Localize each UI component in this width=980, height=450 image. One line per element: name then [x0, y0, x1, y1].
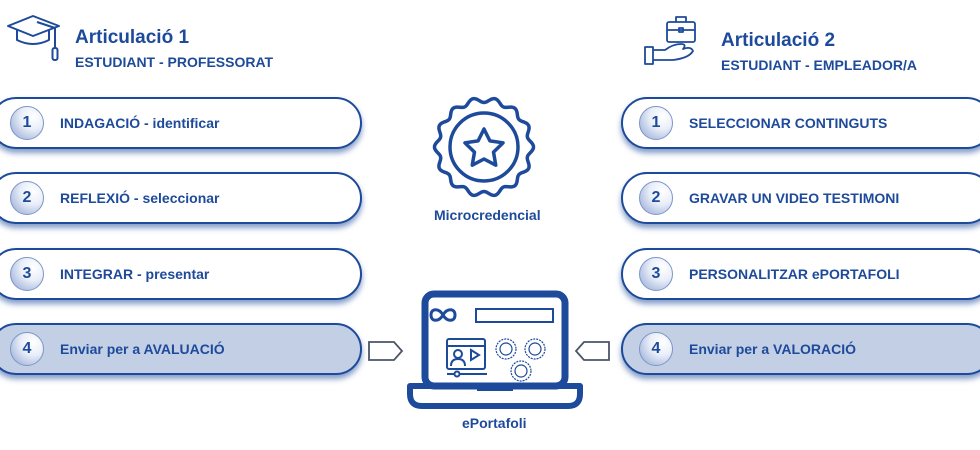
step-label: Enviar per a VALORACIÓ [689, 341, 857, 357]
step-number: 3 [10, 257, 44, 291]
arrow-right-icon [368, 341, 404, 361]
left-step-2: 2 REFLEXIÓ - seleccionar [0, 172, 362, 224]
step-number: 3 [639, 257, 673, 291]
mini-badges-icon [495, 338, 546, 382]
step-number: 4 [639, 332, 673, 366]
step-number: 4 [10, 332, 44, 366]
right-step-1: 1 SELECCIONAR CONTINGUTS [621, 97, 980, 149]
step-label: PERSONALITZAR ePORTAFOLI [689, 266, 900, 282]
step-number: 1 [639, 106, 673, 140]
laptop-eportfolio-icon [407, 290, 583, 409]
right-step-2: 2 GRAVAR UN VIDEO TESTIMONI [621, 172, 980, 224]
video-player-icon [446, 338, 487, 378]
briefcase-hand-icon [644, 16, 696, 65]
arrow-left-icon [574, 341, 610, 361]
step-label: INTEGRAR - presentar [60, 266, 210, 282]
infinity-icon [429, 308, 457, 322]
articulation-1-title: Articulació 1 [75, 27, 190, 48]
microcredential-label: Microcredencial [434, 207, 541, 223]
eportfolio-label: ePortafoli [462, 415, 527, 431]
right-step-3: 3 PERSONALITZAR ePORTAFOLI [621, 248, 980, 300]
microcredential-badge-icon [432, 96, 536, 198]
left-step-1: 1 INDAGACIÓ - identificar [0, 97, 362, 149]
step-number: 1 [10, 106, 44, 140]
step-label: Enviar per a AVALUACIÓ [60, 341, 225, 357]
step-number: 2 [639, 181, 673, 215]
step-label: REFLEXIÓ - seleccionar [60, 190, 220, 206]
step-number: 2 [10, 181, 44, 215]
step-label: SELECCIONAR CONTINGUTS [689, 115, 888, 131]
step-label: INDAGACIÓ - identificar [60, 115, 220, 131]
articulation-1-subtitle: ESTUDIANT - PROFESSORAT [75, 54, 274, 70]
left-step-3: 3 INTEGRAR - presentar [0, 248, 362, 300]
step-label: GRAVAR UN VIDEO TESTIMONI [689, 190, 900, 206]
left-step-4: 4 Enviar per a AVALUACIÓ [0, 323, 362, 375]
right-step-4: 4 Enviar per a VALORACIÓ [621, 323, 980, 375]
articulation-2-title: Articulació 2 [721, 30, 836, 51]
articulation-2-subtitle: ESTUDIANT - EMPLEADOR/A [721, 57, 917, 73]
graduation-cap-icon [7, 15, 60, 61]
